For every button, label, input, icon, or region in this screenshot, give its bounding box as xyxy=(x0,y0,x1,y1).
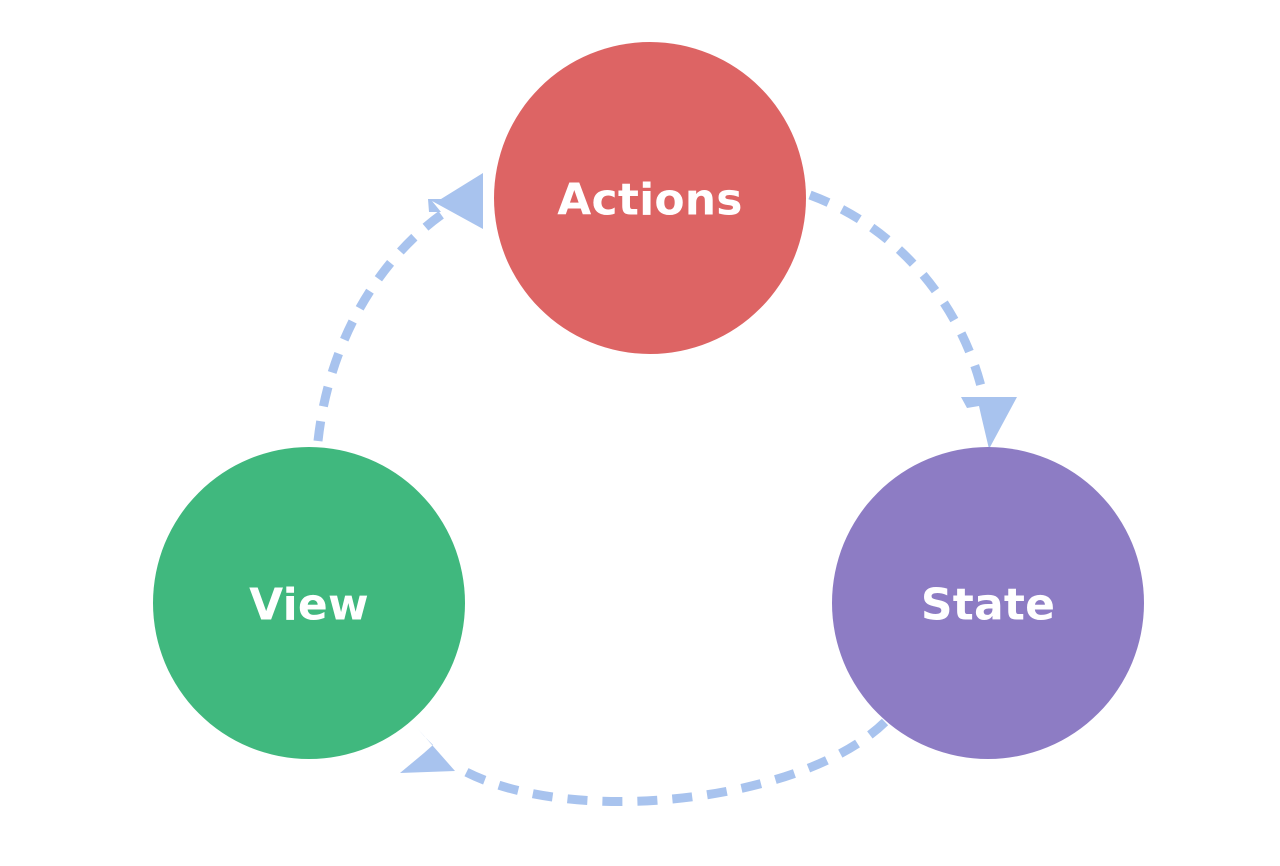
edge-view-to-actions xyxy=(313,173,483,442)
arrowhead-into-actions xyxy=(428,173,483,229)
edge-state-to-view xyxy=(400,718,889,806)
edge-view-to-actions-arc xyxy=(313,198,464,442)
edge-actions-to-state xyxy=(808,190,1017,449)
node-actions-circle[interactable] xyxy=(494,42,806,354)
node-view[interactable]: View xyxy=(153,447,465,759)
edge-actions-to-state-arc xyxy=(808,190,990,405)
arrowhead-into-view xyxy=(400,729,455,773)
node-view-circle[interactable] xyxy=(153,447,465,759)
node-state[interactable]: State xyxy=(832,447,1144,759)
node-state-label: State xyxy=(921,580,1055,631)
arrowhead-into-state xyxy=(961,397,1017,449)
node-state-circle[interactable] xyxy=(832,447,1144,759)
node-actions-label: Actions xyxy=(557,175,742,226)
node-view-label: View xyxy=(249,580,369,631)
node-actions[interactable]: Actions xyxy=(494,42,806,354)
edge-state-to-view-arc xyxy=(454,718,889,806)
